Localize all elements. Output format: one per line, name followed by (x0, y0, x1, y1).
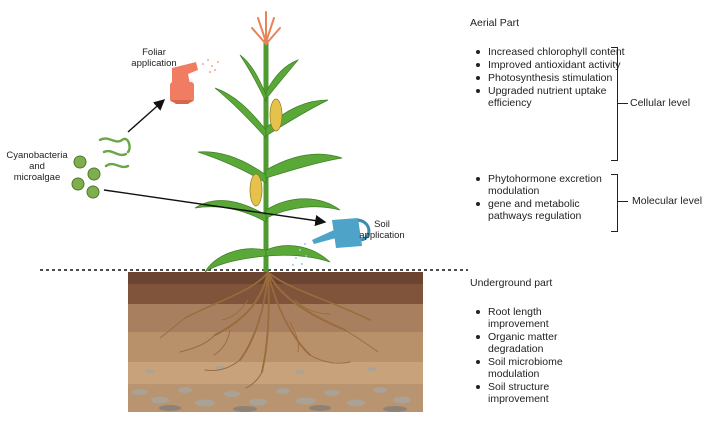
underground-part-title: Underground part (470, 277, 553, 289)
label-cyano-line2: and (29, 161, 45, 172)
label-cyanobacteria-microalgae: Cyanobacteria and microalgae (2, 150, 72, 183)
label-foliar-line1: Foliar (142, 47, 166, 58)
corn-tassel (251, 11, 281, 45)
cellular-bracket-tick (618, 103, 628, 105)
soil-pebbles (132, 366, 411, 407)
list-item: Phytohormone excretion modulation (470, 173, 625, 197)
arrow-to-soil (103, 189, 327, 227)
watering-can-icon (292, 218, 371, 266)
list-item: Improved antioxidant activity (470, 59, 625, 71)
cellular-level-label: Cellular level (630, 97, 691, 109)
microalgae-cells-icon (71, 155, 101, 199)
list-item: Root length improvement (470, 306, 590, 330)
spray-bottle-icon (170, 59, 219, 104)
corn-plant (194, 11, 343, 273)
corn-cob-upper (269, 98, 283, 132)
molecular-effects-list: Phytohormone excretion modulation gene a… (470, 173, 625, 223)
soil-cross-section (128, 272, 423, 412)
molecular-level-label: Molecular level (632, 195, 703, 207)
cellular-effects-list: Increased chlorophyll content Improved a… (470, 46, 625, 110)
corn-cob-lower (249, 173, 263, 207)
list-item: Soil structure improvement (470, 381, 590, 405)
list-item: Organic matter degradation (470, 331, 590, 355)
underground-effects-list: Root length improvement Organic matter d… (470, 306, 590, 406)
list-item: Photosynthesis stimulation (470, 72, 625, 84)
label-soil-application: Soil application (352, 219, 412, 241)
label-soil-line1: Soil (374, 219, 390, 230)
cellular-bracket (611, 47, 618, 161)
list-item: Upgraded nutrient uptake efficiency (470, 85, 625, 109)
label-cyano-line3: microalgae (13, 172, 61, 183)
label-cyano-line1: Cyanobacteria (6, 150, 68, 161)
aerial-part-title: Aerial Part (470, 17, 520, 29)
label-foliar-application: Foliar application (118, 47, 190, 69)
label-foliar-line2: application (131, 58, 177, 69)
cyanobacteria-filaments-icon (98, 137, 131, 169)
list-item: Soil microbiome modulation (470, 356, 590, 380)
arrow-to-foliar (127, 99, 166, 133)
molecular-bracket-tick (618, 201, 628, 203)
list-item: Increased chlorophyll content (470, 46, 625, 58)
label-soil-line2: application (359, 230, 405, 241)
plant-roots (159, 271, 379, 389)
molecular-bracket (611, 174, 618, 232)
list-item: gene and metabolic pathways regulation (470, 198, 625, 222)
